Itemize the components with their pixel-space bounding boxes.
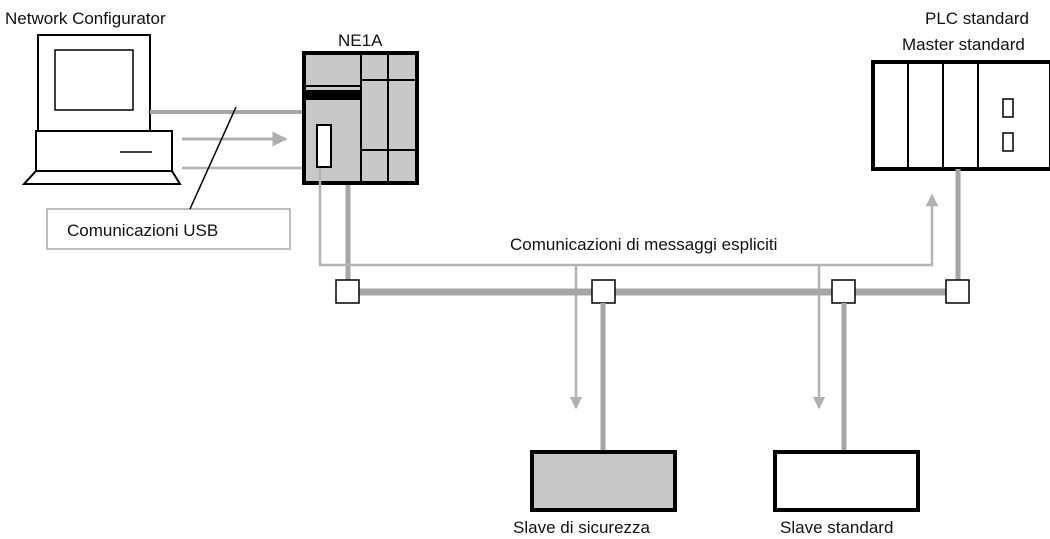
- ne1a-controller: [302, 51, 419, 185]
- safety-slave-device: [530, 450, 677, 512]
- ne1a-label: NE1A: [338, 31, 383, 50]
- plc-label-line1: PLC standard: [925, 9, 1029, 28]
- standard-slave-label: Slave standard: [780, 518, 893, 537]
- explicit-messages-label: Comunicazioni di messaggi espliciti: [510, 235, 777, 254]
- usb-comm-label: Comunicazioni USB: [67, 221, 218, 240]
- safety-slave-label: Slave di sicurezza: [513, 518, 651, 537]
- network-configurator-label: Network Configurator: [5, 9, 166, 28]
- plc-master-unit: [871, 60, 1050, 171]
- standard-slave-device: [773, 450, 920, 512]
- plc-label-line2: Master standard: [902, 35, 1025, 54]
- network-node-standard-slave: [831, 279, 856, 304]
- network-node-plc: [945, 279, 970, 304]
- network-node-ne1a: [335, 279, 360, 304]
- computer-icon: [21, 34, 182, 185]
- usb-leader-line: [189, 106, 237, 210]
- usb-label-box: [46, 208, 291, 250]
- explicit-message-path: [318, 168, 939, 267]
- network-node-safety-slave: [591, 279, 616, 304]
